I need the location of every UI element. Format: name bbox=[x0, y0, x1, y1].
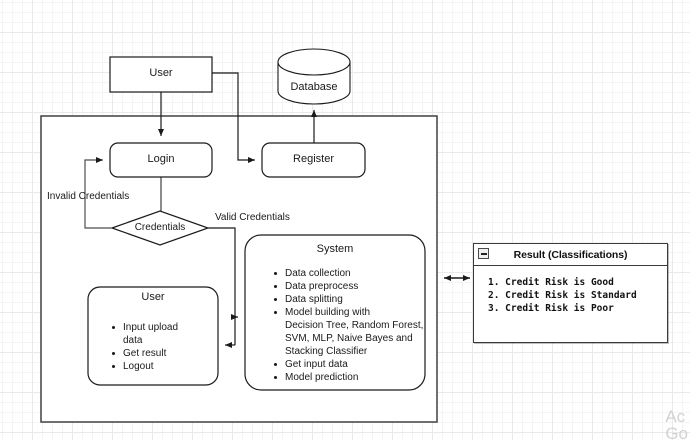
user-top-box[interactable] bbox=[109, 56, 213, 93]
user-action-item: data bbox=[123, 335, 143, 346]
system-task-item: Data collection bbox=[274, 267, 434, 280]
result-line: 2. Credit Risk is Standard bbox=[488, 290, 637, 301]
system-task-item: Data preprocess bbox=[274, 280, 434, 293]
edge-label-invalid-credentials: Invalid Credentials bbox=[47, 191, 130, 202]
user-action-item: Input upload bbox=[112, 321, 222, 334]
system-task-item: Model prediction bbox=[274, 371, 434, 384]
login-box[interactable] bbox=[109, 142, 213, 178]
result-panel-body: 1. Credit Risk is Good 2. Credit Risk is … bbox=[474, 266, 667, 315]
result-panel-titlebar: Result (Classifications) bbox=[474, 244, 667, 266]
system-task-item: SVM, MLP, Naive Bayes and bbox=[285, 333, 413, 344]
result-line: 3. Credit Risk is Poor bbox=[488, 303, 614, 314]
edge-valid-credentials-to-system bbox=[208, 227, 238, 320]
database-cylinder[interactable] bbox=[277, 48, 351, 105]
system-task-item: Decision Tree, Random Forest, bbox=[285, 320, 424, 331]
user-action-item: Logout bbox=[112, 360, 222, 373]
system-box[interactable] bbox=[244, 234, 426, 391]
system-task-item: Stacking Classifier bbox=[285, 346, 368, 357]
edge-invalid-credentials-loop bbox=[84, 157, 112, 229]
result-line: 1. Credit Risk is Good bbox=[488, 277, 614, 288]
system-task-item: Data splitting bbox=[274, 293, 434, 306]
system-task-item: Get input data bbox=[274, 358, 434, 371]
user-actions-box[interactable] bbox=[87, 286, 219, 386]
edge-label-valid-credentials: Valid Credentials bbox=[215, 212, 290, 223]
user-action-item: Get result bbox=[112, 347, 222, 360]
minus-square-icon[interactable] bbox=[478, 248, 489, 259]
result-panel[interactable]: Result (Classifications) 1. Credit Risk … bbox=[473, 243, 668, 343]
system-task-item: Model building with bbox=[274, 306, 434, 319]
edge-user-to-register bbox=[212, 72, 255, 163]
result-panel-title: Result (Classifications) bbox=[513, 248, 628, 261]
register-box[interactable] bbox=[261, 142, 366, 178]
